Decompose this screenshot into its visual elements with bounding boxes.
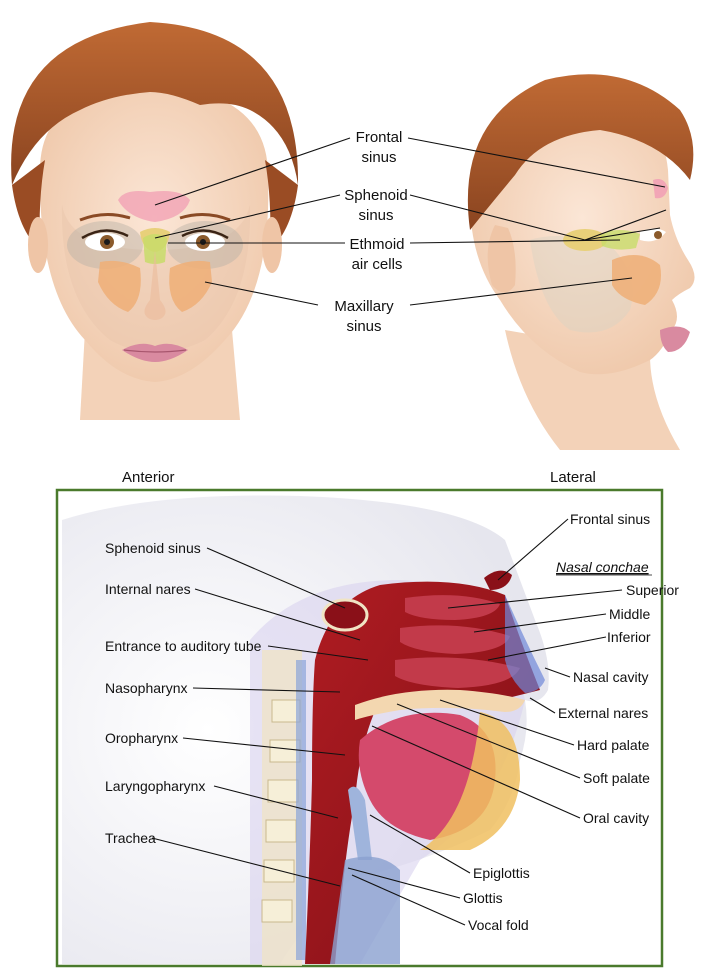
label-vocal-fold: Vocal fold [468, 917, 529, 933]
lateral-head-illustration [468, 74, 695, 450]
frontal-sinus-label-1: Frontal [356, 129, 403, 146]
label-oral-cavity: Oral cavity [583, 810, 649, 826]
label-trachea: Trachea [105, 830, 156, 846]
label-laryngopharynx: Laryngopharynx [105, 778, 205, 794]
label-auditory-tube: Entrance to auditory tube [105, 638, 262, 654]
sphenoid-sinus-section [323, 600, 367, 630]
sphenoid-sinus-label-1: Sphenoid [344, 187, 407, 204]
label-glottis: Glottis [463, 890, 503, 906]
lateral-caption: Lateral [550, 469, 596, 486]
label-epiglottis: Epiglottis [473, 865, 530, 881]
sinus-labels: Frontal sinus Sphenoid sinus Ethmoid air… [334, 129, 407, 335]
label-hard-palate: Hard palate [577, 737, 650, 753]
anterior-head-illustration [11, 22, 298, 420]
ethmoid-label-1: Ethmoid [349, 236, 404, 253]
anterior-caption: Anterior [122, 469, 175, 486]
maxillary-label-1: Maxillary [334, 298, 394, 315]
label-external-nares: External nares [558, 705, 648, 721]
label-superior: Superior [626, 582, 679, 598]
label-nasal-conchae: Nasal conchae [556, 559, 649, 575]
sphenoid-sinus-label-2: sinus [358, 207, 393, 224]
ethmoid-label-2: air cells [352, 256, 403, 273]
label-inferior: Inferior [607, 629, 651, 645]
label-nasal-cavity: Nasal cavity [573, 669, 648, 685]
label-internal-nares: Internal nares [105, 581, 191, 597]
label-soft-palate: Soft palate [583, 770, 650, 786]
label-sphenoid-sinus: Sphenoid sinus [105, 540, 201, 556]
maxillary-label-2: sinus [346, 318, 381, 335]
label-frontal-sinus: Frontal sinus [570, 511, 650, 527]
label-oropharynx: Oropharynx [105, 730, 178, 746]
frontal-sinus-label-2: sinus [361, 149, 396, 166]
label-nasopharynx: Nasopharynx [105, 680, 188, 696]
label-middle: Middle [609, 606, 650, 622]
